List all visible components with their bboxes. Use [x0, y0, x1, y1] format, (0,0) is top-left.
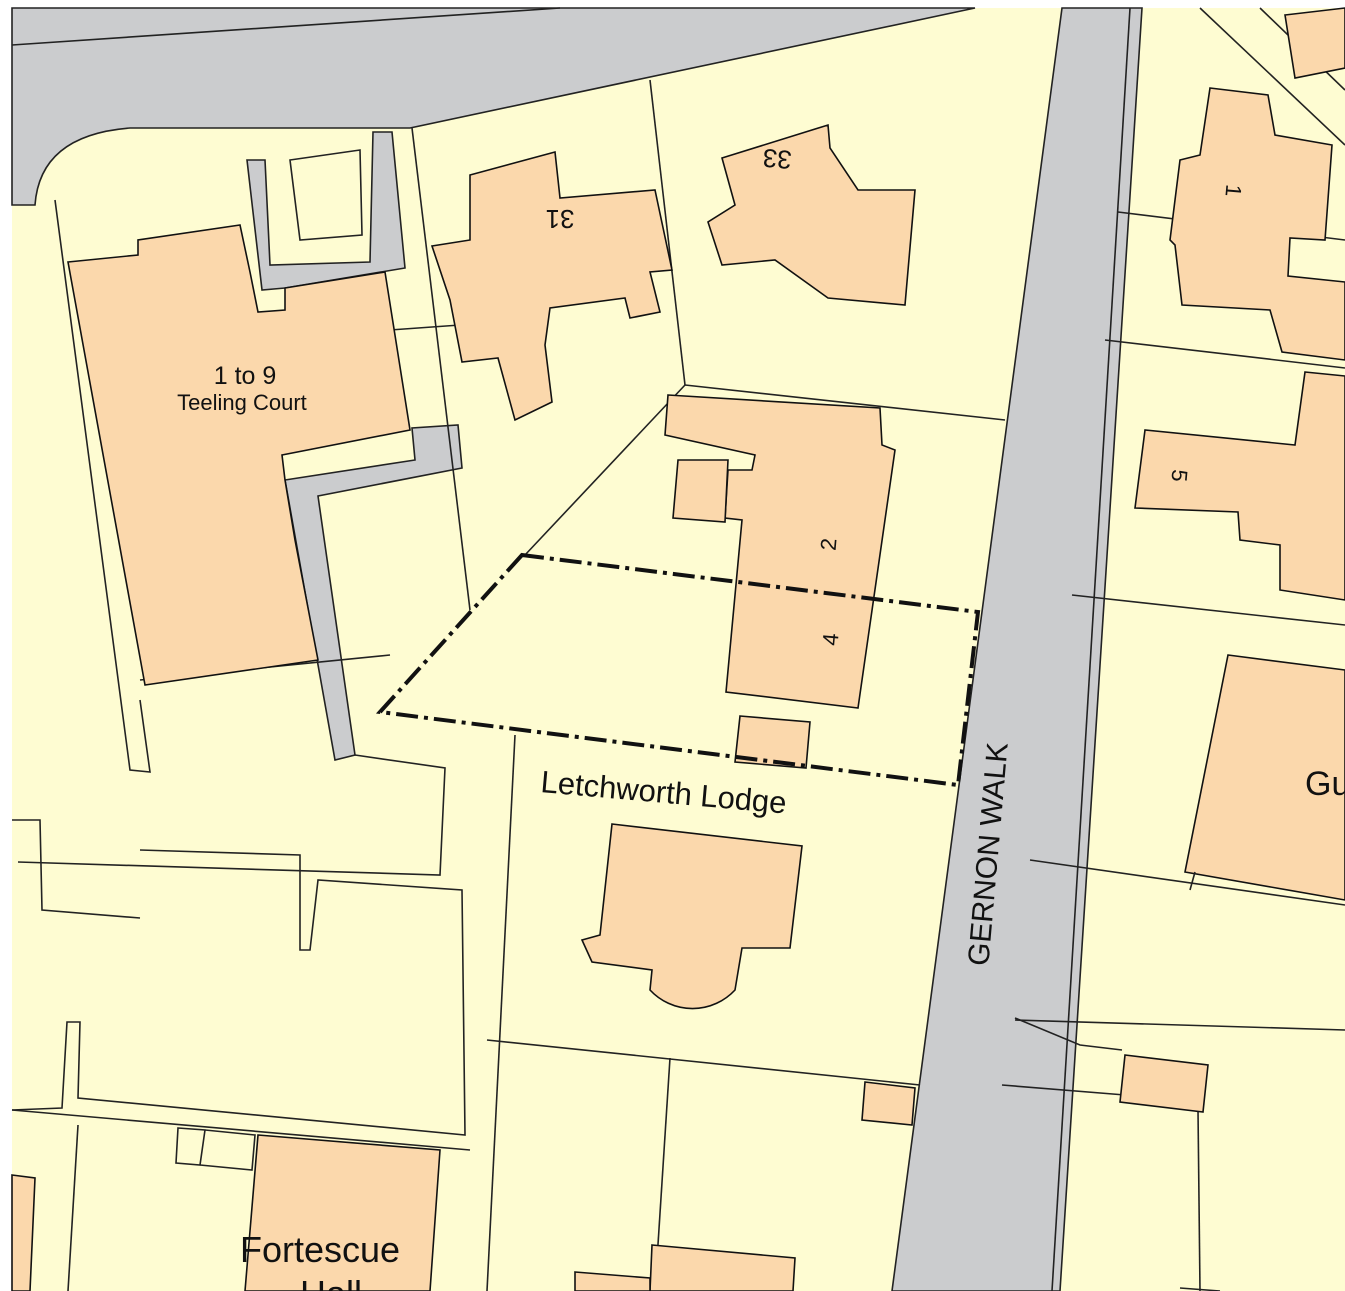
building-2-4 [664, 394, 896, 709]
buildings [11, 7, 1345, 1291]
label-gu: Gu [1305, 765, 1345, 803]
label-house-1: 1 [1220, 183, 1246, 197]
building-letchworth-lodge [580, 823, 803, 1010]
building-small-shed [734, 715, 811, 769]
label-house-33: 33 [762, 143, 793, 175]
main-road-north [11, 7, 976, 206]
label-house-4: 4 [818, 632, 844, 646]
site-boundary [375, 552, 981, 788]
label-fortescue: Fortescue [240, 1229, 400, 1270]
teeling-courtyard [289, 149, 363, 241]
parcel-boundaries [11, 7, 1345, 1291]
label-teeling-line2: Teeling Court [177, 390, 307, 415]
building-top-right [1284, 7, 1345, 79]
building-fortescue [244, 1134, 441, 1291]
building-31 [430, 150, 673, 422]
building-5 [1134, 371, 1345, 601]
building-small-a [861, 1081, 916, 1126]
label-house-2: 2 [816, 537, 842, 551]
left-margin [0, 0, 12, 1291]
label-teeling-line1: 1 to 9 [214, 362, 277, 390]
road-edge-line [11, 7, 561, 46]
building-bottom-left [11, 1174, 36, 1291]
label-house-5: 5 [1166, 468, 1192, 482]
label-house-31: 31 [546, 204, 575, 234]
building-gu [1184, 654, 1345, 901]
building-bottom-a [649, 1244, 796, 1291]
building-1 [1169, 87, 1345, 361]
side-path [284, 424, 463, 761]
label-hall: Hall [300, 1273, 362, 1291]
building-teeling-court [67, 224, 411, 686]
building-bottom-b [574, 1271, 651, 1291]
gernon-walk-road [891, 7, 1143, 1291]
small-outline-box [175, 1127, 256, 1171]
building-small-b [1119, 1054, 1209, 1113]
building-2-outbuilding [672, 459, 729, 523]
teeling-access-path [246, 131, 406, 291]
top-margin [0, 0, 1345, 8]
gernon-walk-centre-line [1051, 7, 1131, 1291]
building-33 [707, 123, 916, 306]
building-gu-line [1189, 871, 1196, 891]
